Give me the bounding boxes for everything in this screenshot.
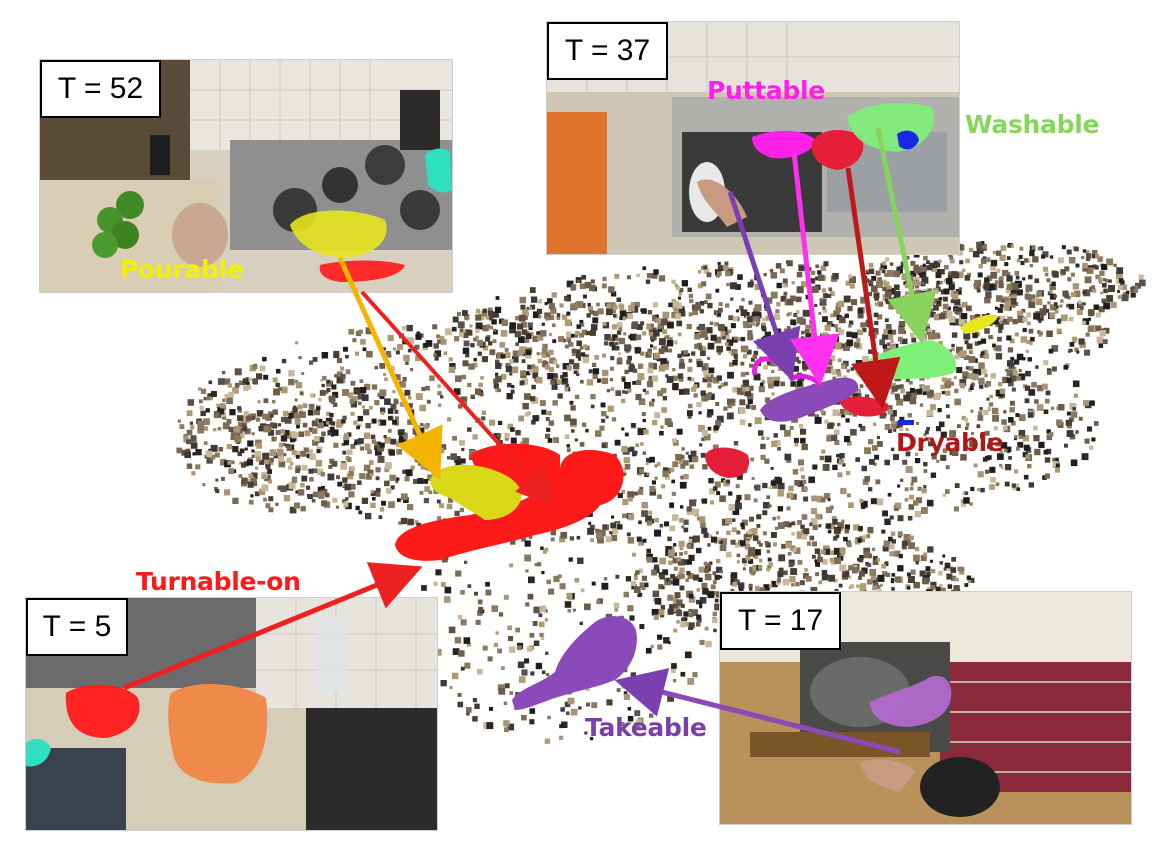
label-turnable-on: Turnable-on <box>136 567 301 596</box>
region-dryable-plate <box>705 447 750 478</box>
region-takeable <box>512 616 637 710</box>
frame-t52-label: T = 52 <box>40 60 161 118</box>
region-puttable-purple <box>760 377 859 422</box>
region-washable <box>855 340 957 381</box>
blue-mark <box>898 420 914 425</box>
frame-t37-label: T = 37 <box>547 22 668 80</box>
label-dryable: Dryable <box>896 428 1004 457</box>
label-puttable: Puttable <box>707 76 825 105</box>
label-takeable: Takeable <box>585 713 707 742</box>
frame-t17-label: T = 17 <box>720 592 841 650</box>
label-washable: Washable <box>965 110 1100 139</box>
region-yellow-small <box>960 314 998 334</box>
label-pourable: Pourable <box>120 255 244 284</box>
frame-t5-label: T = 5 <box>26 598 128 656</box>
